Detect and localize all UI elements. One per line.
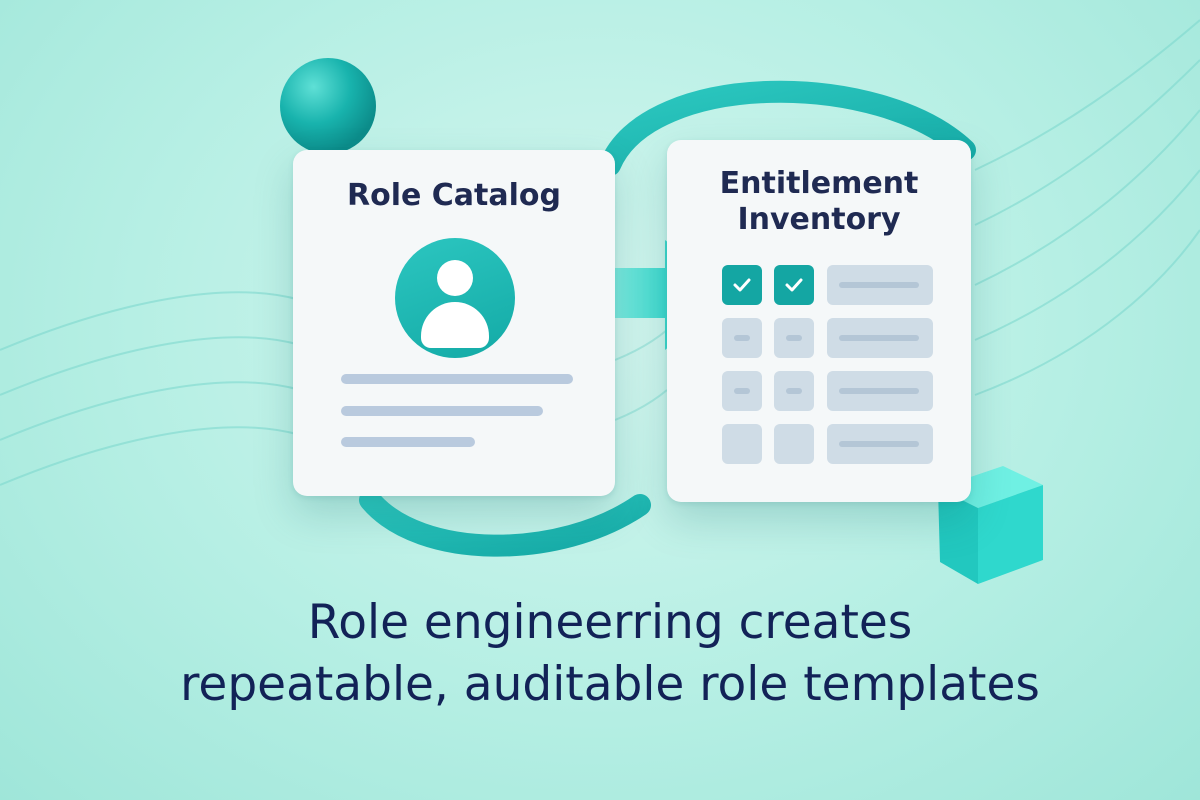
table-cell (722, 424, 762, 464)
table-cell (722, 318, 762, 358)
headline-line-1: Role engineerring creates (307, 595, 913, 650)
loop-ring (599, 80, 976, 176)
table-cell (827, 318, 933, 358)
sphere-shape (280, 58, 376, 154)
checkbox-checked (722, 265, 762, 305)
table-cell (827, 371, 933, 411)
avatar-body (421, 302, 489, 348)
checkbox-checked (774, 265, 814, 305)
role-catalog-title: Role Catalog (347, 178, 561, 213)
role-catalog-card: Role Catalog (293, 150, 615, 496)
placeholder-line (341, 406, 543, 416)
table-cell (774, 371, 814, 411)
entitlement-inventory-title: Entitlement Inventory (667, 166, 971, 238)
avatar-head (437, 260, 473, 296)
placeholder-line (341, 374, 573, 384)
checkmark-icon (733, 278, 751, 292)
headline-line-2: repeatable, auditable role templates (180, 657, 1040, 712)
placeholder-line (341, 437, 475, 447)
title-line: Entitlement (719, 166, 919, 201)
headline: Role engineerring creates repeatable, au… (60, 592, 1160, 716)
table-cell (722, 371, 762, 411)
checkmark-icon (785, 278, 803, 292)
wave-lines-middle (614, 329, 668, 421)
user-avatar-icon (395, 238, 515, 358)
title-line: Inventory (737, 202, 901, 237)
wave-lines-right (974, 19, 1200, 396)
table-cell (827, 424, 933, 464)
entitlement-inventory-card: Entitlement Inventory (667, 140, 971, 502)
table-cell (774, 318, 814, 358)
table-cell (774, 424, 814, 464)
table-cell (827, 265, 933, 305)
wave-lines-left (0, 291, 301, 486)
